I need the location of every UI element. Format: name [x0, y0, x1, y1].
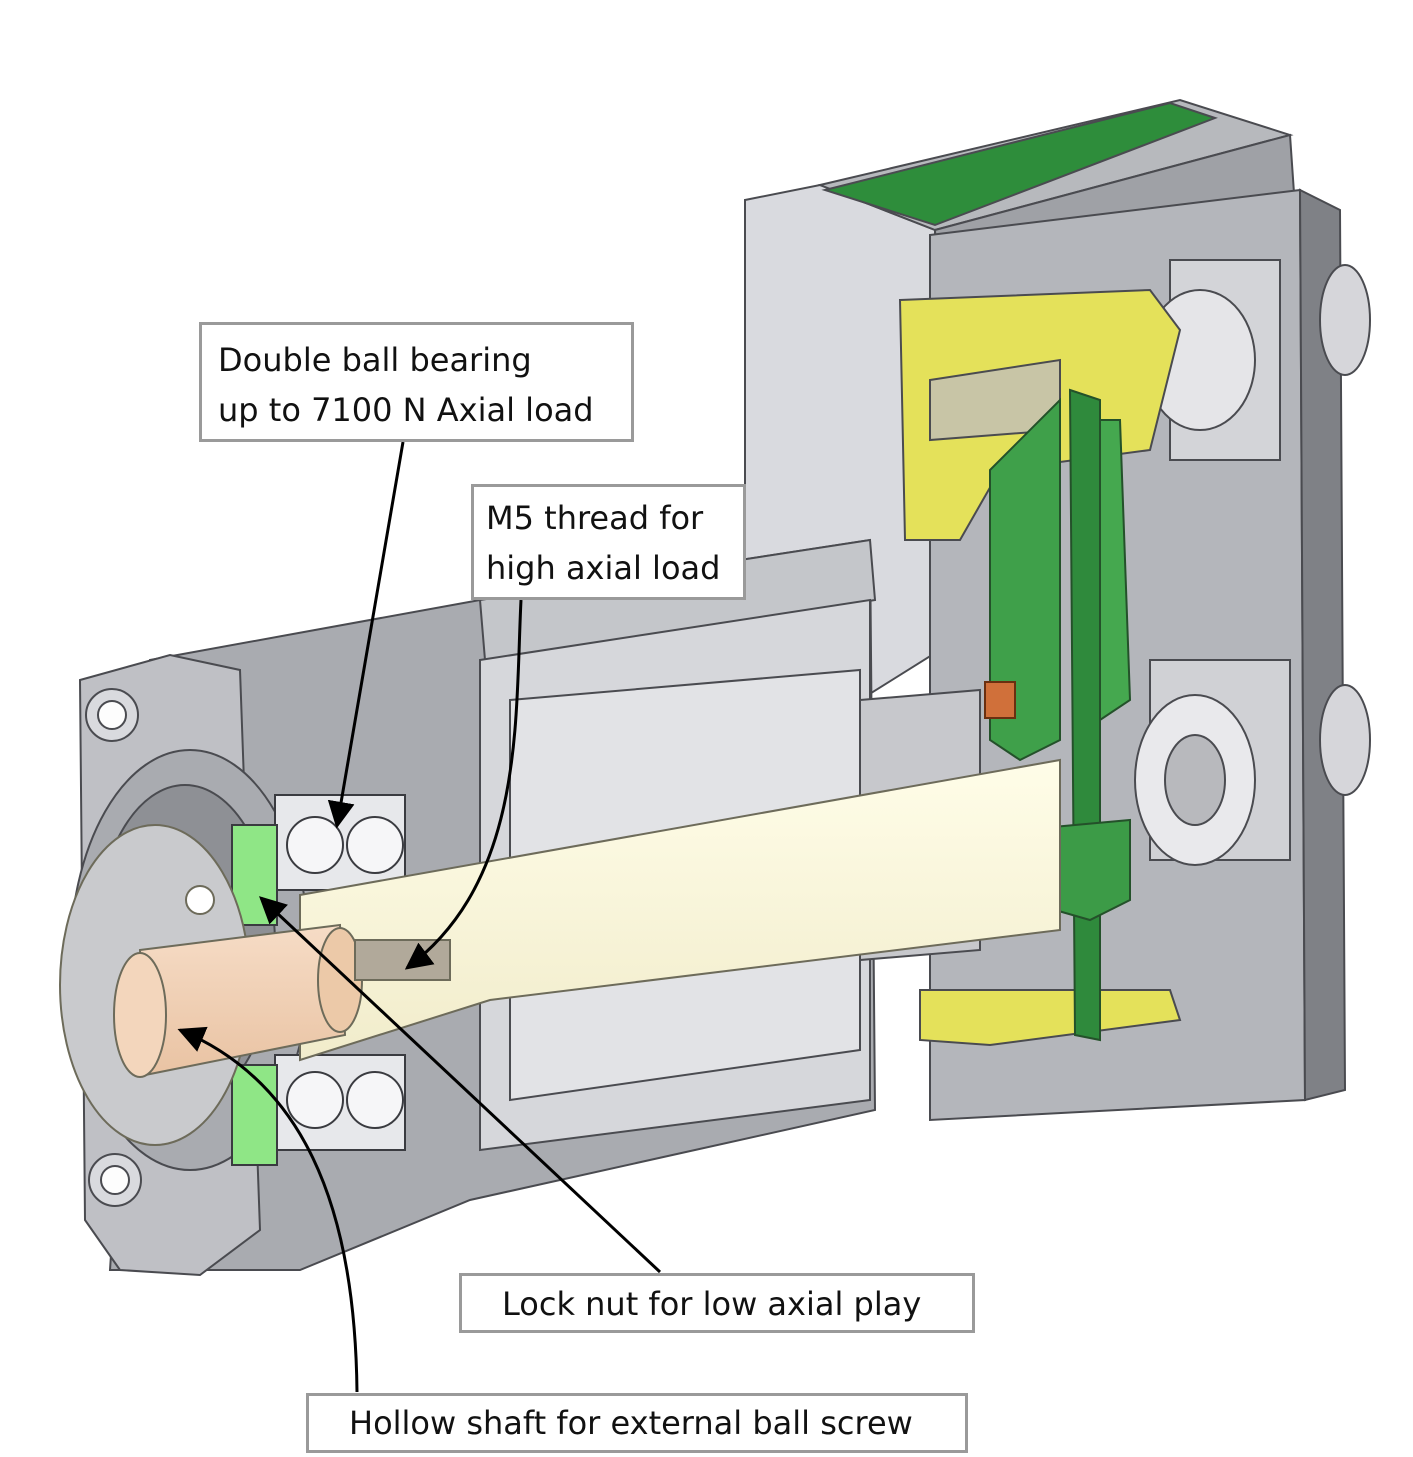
bearing-callout-line2: up to 7100 N Axial load — [218, 391, 594, 429]
thread-callout-line1: M5 thread for — [486, 499, 704, 537]
arrow-to-hollow-shaft — [177, 1026, 359, 1393]
arrow-to-thread — [404, 599, 523, 970]
pcb-boards — [989, 388, 1132, 1042]
callout-arrows — [177, 441, 662, 1393]
bearing-pair — [231, 794, 406, 1166]
arrow-to-lock-nut — [259, 896, 662, 1274]
bearing-callout: Double ball bearing up to 7100 N Axial l… — [199, 322, 634, 442]
arrow-to-bearing — [327, 441, 405, 829]
hollow-shaft-callout-text: Hollow shaft for external ball screw — [349, 1404, 913, 1442]
connector-ports — [1134, 264, 1371, 866]
thread-callout-line2: high axial load — [486, 549, 721, 587]
thread-callout: M5 thread for high axial load — [471, 484, 746, 600]
bearing-callout-line1: Double ball bearing — [218, 341, 532, 379]
lock-nut-callout: Lock nut for low axial play — [459, 1273, 975, 1333]
top-pcb-strip — [821, 101, 1218, 227]
lock-nut-callout-text: Lock nut for low axial play — [502, 1285, 922, 1323]
hollow-shaft-callout: Hollow shaft for external ball screw — [306, 1393, 968, 1453]
